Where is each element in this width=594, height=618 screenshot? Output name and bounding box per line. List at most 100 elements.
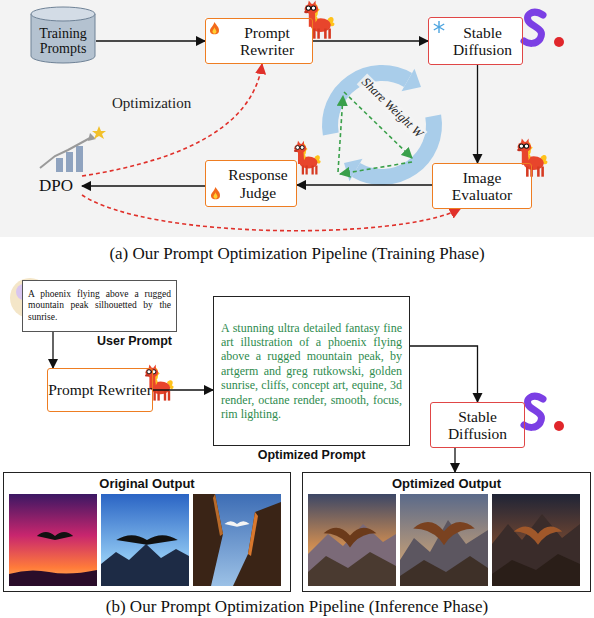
node-text: Image Evaluator	[433, 169, 531, 203]
training-panel-ground	[0, 0, 594, 237]
flow-arrow	[313, 40, 428, 41]
dpo-chart-icon	[66, 152, 73, 172]
flame-icon	[210, 22, 219, 34]
node-text: Prompt Rewriter	[48, 381, 152, 398]
optimized-image	[308, 524, 396, 586]
node-text: Response Judge	[220, 166, 296, 200]
snowflake-icon	[434, 24, 444, 30]
snowflake-icon	[434, 24, 444, 30]
stable-diffusion-logo	[524, 12, 543, 43]
box-fill	[205, 17, 532, 209]
original-image	[101, 494, 189, 586]
snowflake-icon	[434, 21, 444, 33]
node-text: Stable Diffusion	[443, 24, 522, 58]
model-box: Stable Diffusion	[428, 17, 523, 65]
box-heading: Optimized Prompt	[214, 448, 409, 463]
box-fill	[205, 18, 313, 64]
optimized-image	[492, 494, 580, 586]
optimized-image	[308, 494, 396, 586]
llama-mascot	[517, 138, 547, 176]
optimized-image	[324, 528, 377, 548]
optimized-image	[308, 494, 396, 586]
training-panel-ground	[0, 0, 594, 237]
optimized-image	[492, 514, 580, 586]
flow-arrow	[477, 65, 478, 163]
node-text: Training Prompts	[30, 26, 96, 57]
figure-caption: (a) Our Prompt Optimization Pipeline (Tr…	[0, 244, 594, 264]
node-text: Original Output	[99, 476, 194, 491]
cycle-arrows	[330, 69, 434, 182]
dpo-chart-icon	[40, 138, 90, 168]
box-heading: User Prompt	[97, 334, 172, 349]
cycle-arrows	[402, 69, 422, 92]
cycle-arrows	[356, 116, 434, 177]
box-fill	[428, 17, 523, 65]
flow-arrow	[52, 332, 53, 368]
output-panel: Original Output	[3, 472, 291, 592]
dpo-chart-icon	[56, 158, 63, 172]
optimized-image	[514, 527, 562, 545]
stable-diffusion-logo	[554, 421, 564, 431]
share-weight-triangle	[338, 92, 412, 174]
original-image	[9, 494, 97, 586]
figure-caption: (b) Our Prompt Optimization Pipeline (In…	[0, 597, 594, 617]
optimized-image	[400, 494, 488, 586]
dpo-chart-icon	[92, 126, 106, 139]
dpo-chart-icon	[76, 146, 83, 172]
output-panel: Optimized Output	[302, 472, 591, 592]
stable-diffusion-logo	[524, 396, 543, 427]
stable-diffusion-logo	[554, 37, 564, 47]
original-image	[101, 544, 189, 586]
optimized-image	[492, 494, 580, 586]
llama-mascot	[294, 141, 321, 175]
model-box: Stable Diffusion	[430, 402, 525, 448]
prompt-card: A stunning ultra detailed fantasy fine a…	[213, 296, 410, 446]
original-image	[213, 494, 223, 536]
icon-label: DPO	[30, 174, 82, 198]
process-box: Prompt Rewriter	[205, 18, 313, 64]
prompt-card: A phoenix flying above a rugged mountain…	[22, 280, 177, 332]
original-image	[233, 502, 281, 586]
database-cylinder: Training Prompts	[30, 6, 96, 64]
flow-arrow	[454, 448, 455, 472]
original-image	[37, 532, 73, 540]
original-image	[224, 521, 249, 526]
original-image	[248, 512, 258, 556]
flow-arrow	[153, 389, 213, 390]
optimized-image	[400, 556, 488, 586]
llama-mascot	[304, 0, 334, 38]
node-text: Stable Diffusion	[431, 408, 524, 442]
original-image	[9, 570, 97, 586]
flow-arrow	[96, 40, 205, 41]
node-text: Prompt Rewriter	[222, 24, 312, 58]
optimized-image	[400, 494, 488, 586]
node-text: Optimized Output	[392, 476, 501, 491]
flame-icon	[211, 187, 220, 199]
process-box: Response Judge	[205, 160, 297, 207]
optimized-image	[413, 522, 475, 545]
original-image	[9, 494, 97, 586]
dpo-chart-icon	[40, 126, 106, 172]
box-fill	[432, 163, 532, 209]
share-weight-triangle	[338, 96, 343, 172]
edge-label: Optimization	[112, 95, 191, 112]
stable-diffusion-logo	[524, 12, 564, 431]
optimized-image	[308, 552, 396, 586]
optimized-image	[400, 520, 488, 586]
node-text: A stunning ultra detailed fantasy fine a…	[221, 321, 402, 422]
flame-icon	[210, 22, 220, 199]
original-image	[193, 494, 223, 586]
original-image	[193, 494, 281, 586]
optimized-image	[492, 554, 580, 586]
original-image	[116, 535, 178, 545]
share-weight-triangle	[340, 162, 412, 174]
flow-arrow	[297, 184, 432, 185]
node-text: A phoenix flying above a rugged mountain…	[28, 289, 171, 323]
process-box: Image Evaluator	[432, 163, 532, 209]
box-fill	[205, 160, 297, 207]
original-image	[101, 494, 189, 586]
flow-arrow	[410, 346, 478, 402]
node-text: DPO	[39, 176, 73, 196]
cylinder-top	[31, 7, 95, 21]
